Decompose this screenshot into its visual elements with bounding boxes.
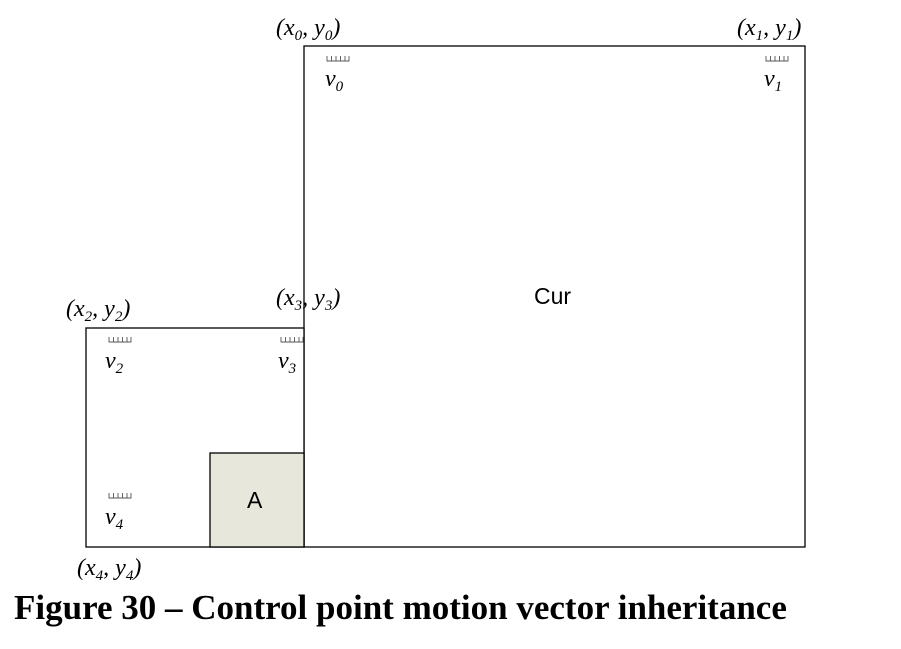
motion-vector-diagram: Cur A (x0, y0) (x1, y1) (x2, y2) (x3, y3… <box>66 15 806 580</box>
vector-arrow-icon-1 <box>765 56 789 62</box>
current-block-label: Cur <box>534 283 571 309</box>
current-block <box>303 45 806 548</box>
vector-label-1: v1 <box>764 66 782 95</box>
vector-label-4: v4 <box>105 504 124 533</box>
block-a-label: A <box>247 487 263 513</box>
block-a <box>209 452 305 548</box>
figure-caption: Figure 30 – Control point motion vector … <box>14 588 787 627</box>
corner-label-1: (x1, y1) <box>737 15 801 44</box>
vector-arrow-icon-0 <box>326 56 350 62</box>
vector-arrow-icon-3 <box>280 337 304 343</box>
vector-label-0: v0 <box>325 66 344 95</box>
corner-label-2: (x2, y2) <box>66 296 130 325</box>
corner-label-3: (x3, y3) <box>276 285 340 314</box>
corner-label-4: (x4, y4) <box>77 555 141 580</box>
vector-label-2: v2 <box>105 348 124 377</box>
vector-arrow-icon-4 <box>108 493 132 499</box>
corner-label-0: (x0, y0) <box>276 15 340 44</box>
vector-arrow-icon-2 <box>108 337 132 343</box>
vector-label-3: v3 <box>278 348 296 377</box>
